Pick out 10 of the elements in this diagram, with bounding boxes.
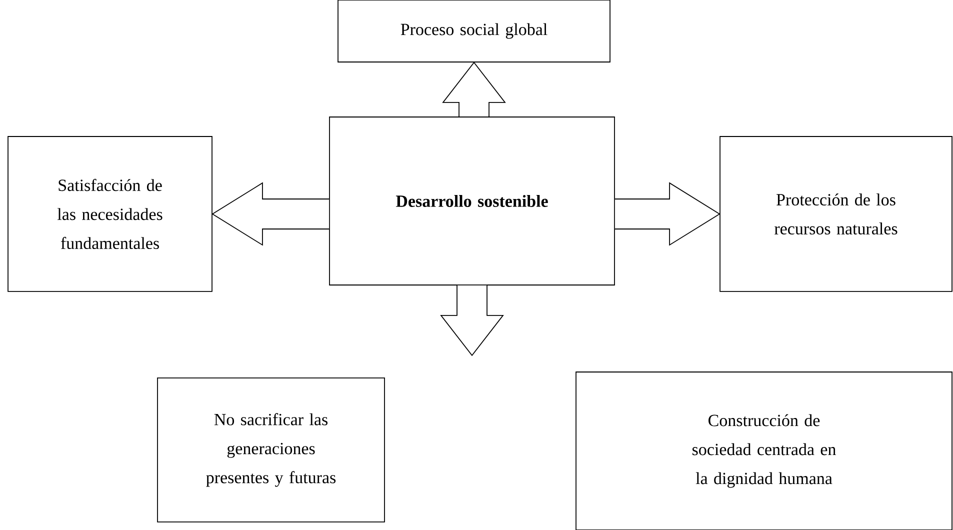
text-box: Satisfacción de las necesidades fundamentales xyxy=(8,136,212,292)
text-box: Construcción de sociedad centrada en la dignidad humana xyxy=(576,372,952,530)
block-arrow xyxy=(212,182,330,246)
text-box: Proceso social global xyxy=(338,0,610,62)
center-box: Desarrollo sostenible xyxy=(329,116,615,286)
block-arrow xyxy=(442,62,506,117)
block-arrow xyxy=(614,182,720,246)
text-box: Protección de los recursos naturales xyxy=(720,136,952,292)
text-box: No sacrificar las generaciones presentes y futuras xyxy=(157,378,385,522)
block-arrow xyxy=(440,284,504,356)
